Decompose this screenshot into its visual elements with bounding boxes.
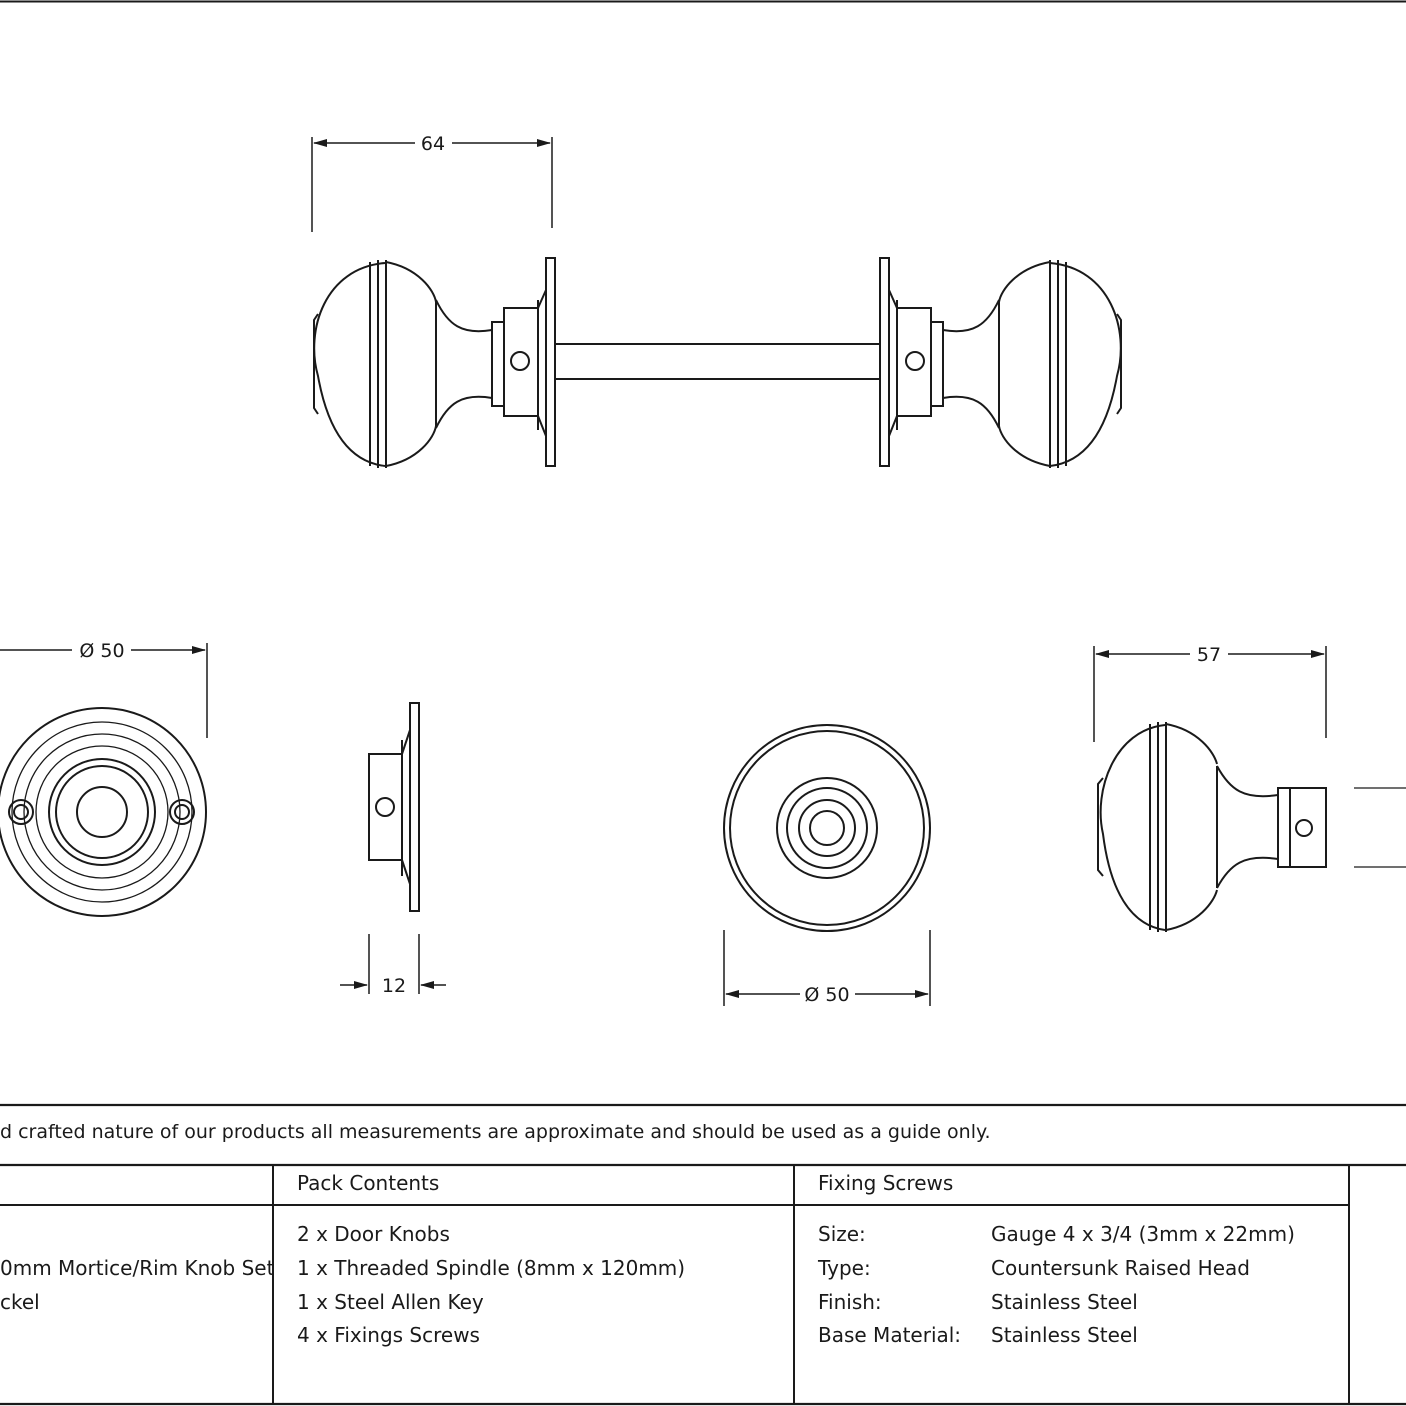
dimension-knob-diameter: [723, 930, 931, 1006]
dimension-12: [340, 934, 446, 994]
knob-front-view: [723, 724, 931, 932]
knob-set-side-view: [313, 257, 1122, 468]
screw-spec-label: Finish:: [818, 1290, 882, 1314]
dimension-label-12: 12: [382, 975, 406, 997]
screw-hole-left: [8, 799, 34, 825]
screw-spec-label: Type:: [818, 1256, 871, 1280]
dimension-label-64: 64: [421, 133, 445, 155]
pack-item: 1 x Threaded Spindle (8mm x 120mm): [297, 1256, 686, 1280]
dimension-57: [1093, 646, 1327, 742]
dimension-rose-diameter: [0, 643, 208, 738]
fixing-screws-header: Fixing Screws: [818, 1171, 954, 1195]
right-rose-outline: [879, 257, 932, 467]
right-knob-outline: [930, 260, 1122, 468]
spec-table-grid: [0, 1103, 1406, 1406]
left-rose-outline: [503, 257, 556, 467]
dimension-64: [311, 137, 553, 232]
pack-contents-header: Pack Contents: [297, 1171, 440, 1195]
screw-spec-value: Stainless Steel: [991, 1290, 1138, 1314]
rose-front-view: [0, 707, 207, 917]
measurement-note: d crafted nature of our products all mea…: [0, 1121, 991, 1143]
rose-side-view: [368, 702, 420, 912]
spindle-outline: [555, 343, 880, 380]
screw-hole-right: [169, 799, 195, 825]
screw-spec-label: Size:: [818, 1222, 866, 1246]
product-line: ckel: [0, 1290, 40, 1314]
screw-spec-label: Base Material:: [818, 1323, 962, 1347]
pack-item: 2 x Door Knobs: [297, 1222, 450, 1246]
dimension-label-rose-diameter: Ø 50: [79, 640, 124, 662]
screw-spec-value: Countersunk Raised Head: [991, 1256, 1250, 1280]
left-knob-outline: [313, 260, 505, 468]
knob-side-view: [1097, 722, 1406, 932]
pack-item: 4 x Fixings Screws: [297, 1323, 480, 1347]
dimension-label-knob-diameter: Ø 50: [804, 984, 849, 1006]
screw-spec-value: Gauge 4 x 3/4 (3mm x 22mm): [991, 1222, 1295, 1246]
screw-spec-value: Stainless Steel: [991, 1323, 1138, 1347]
product-line: 0mm Mortice/Rim Knob Set: [0, 1256, 275, 1280]
pack-item: 1 x Steel Allen Key: [297, 1290, 484, 1314]
dimension-label-57: 57: [1197, 644, 1221, 666]
